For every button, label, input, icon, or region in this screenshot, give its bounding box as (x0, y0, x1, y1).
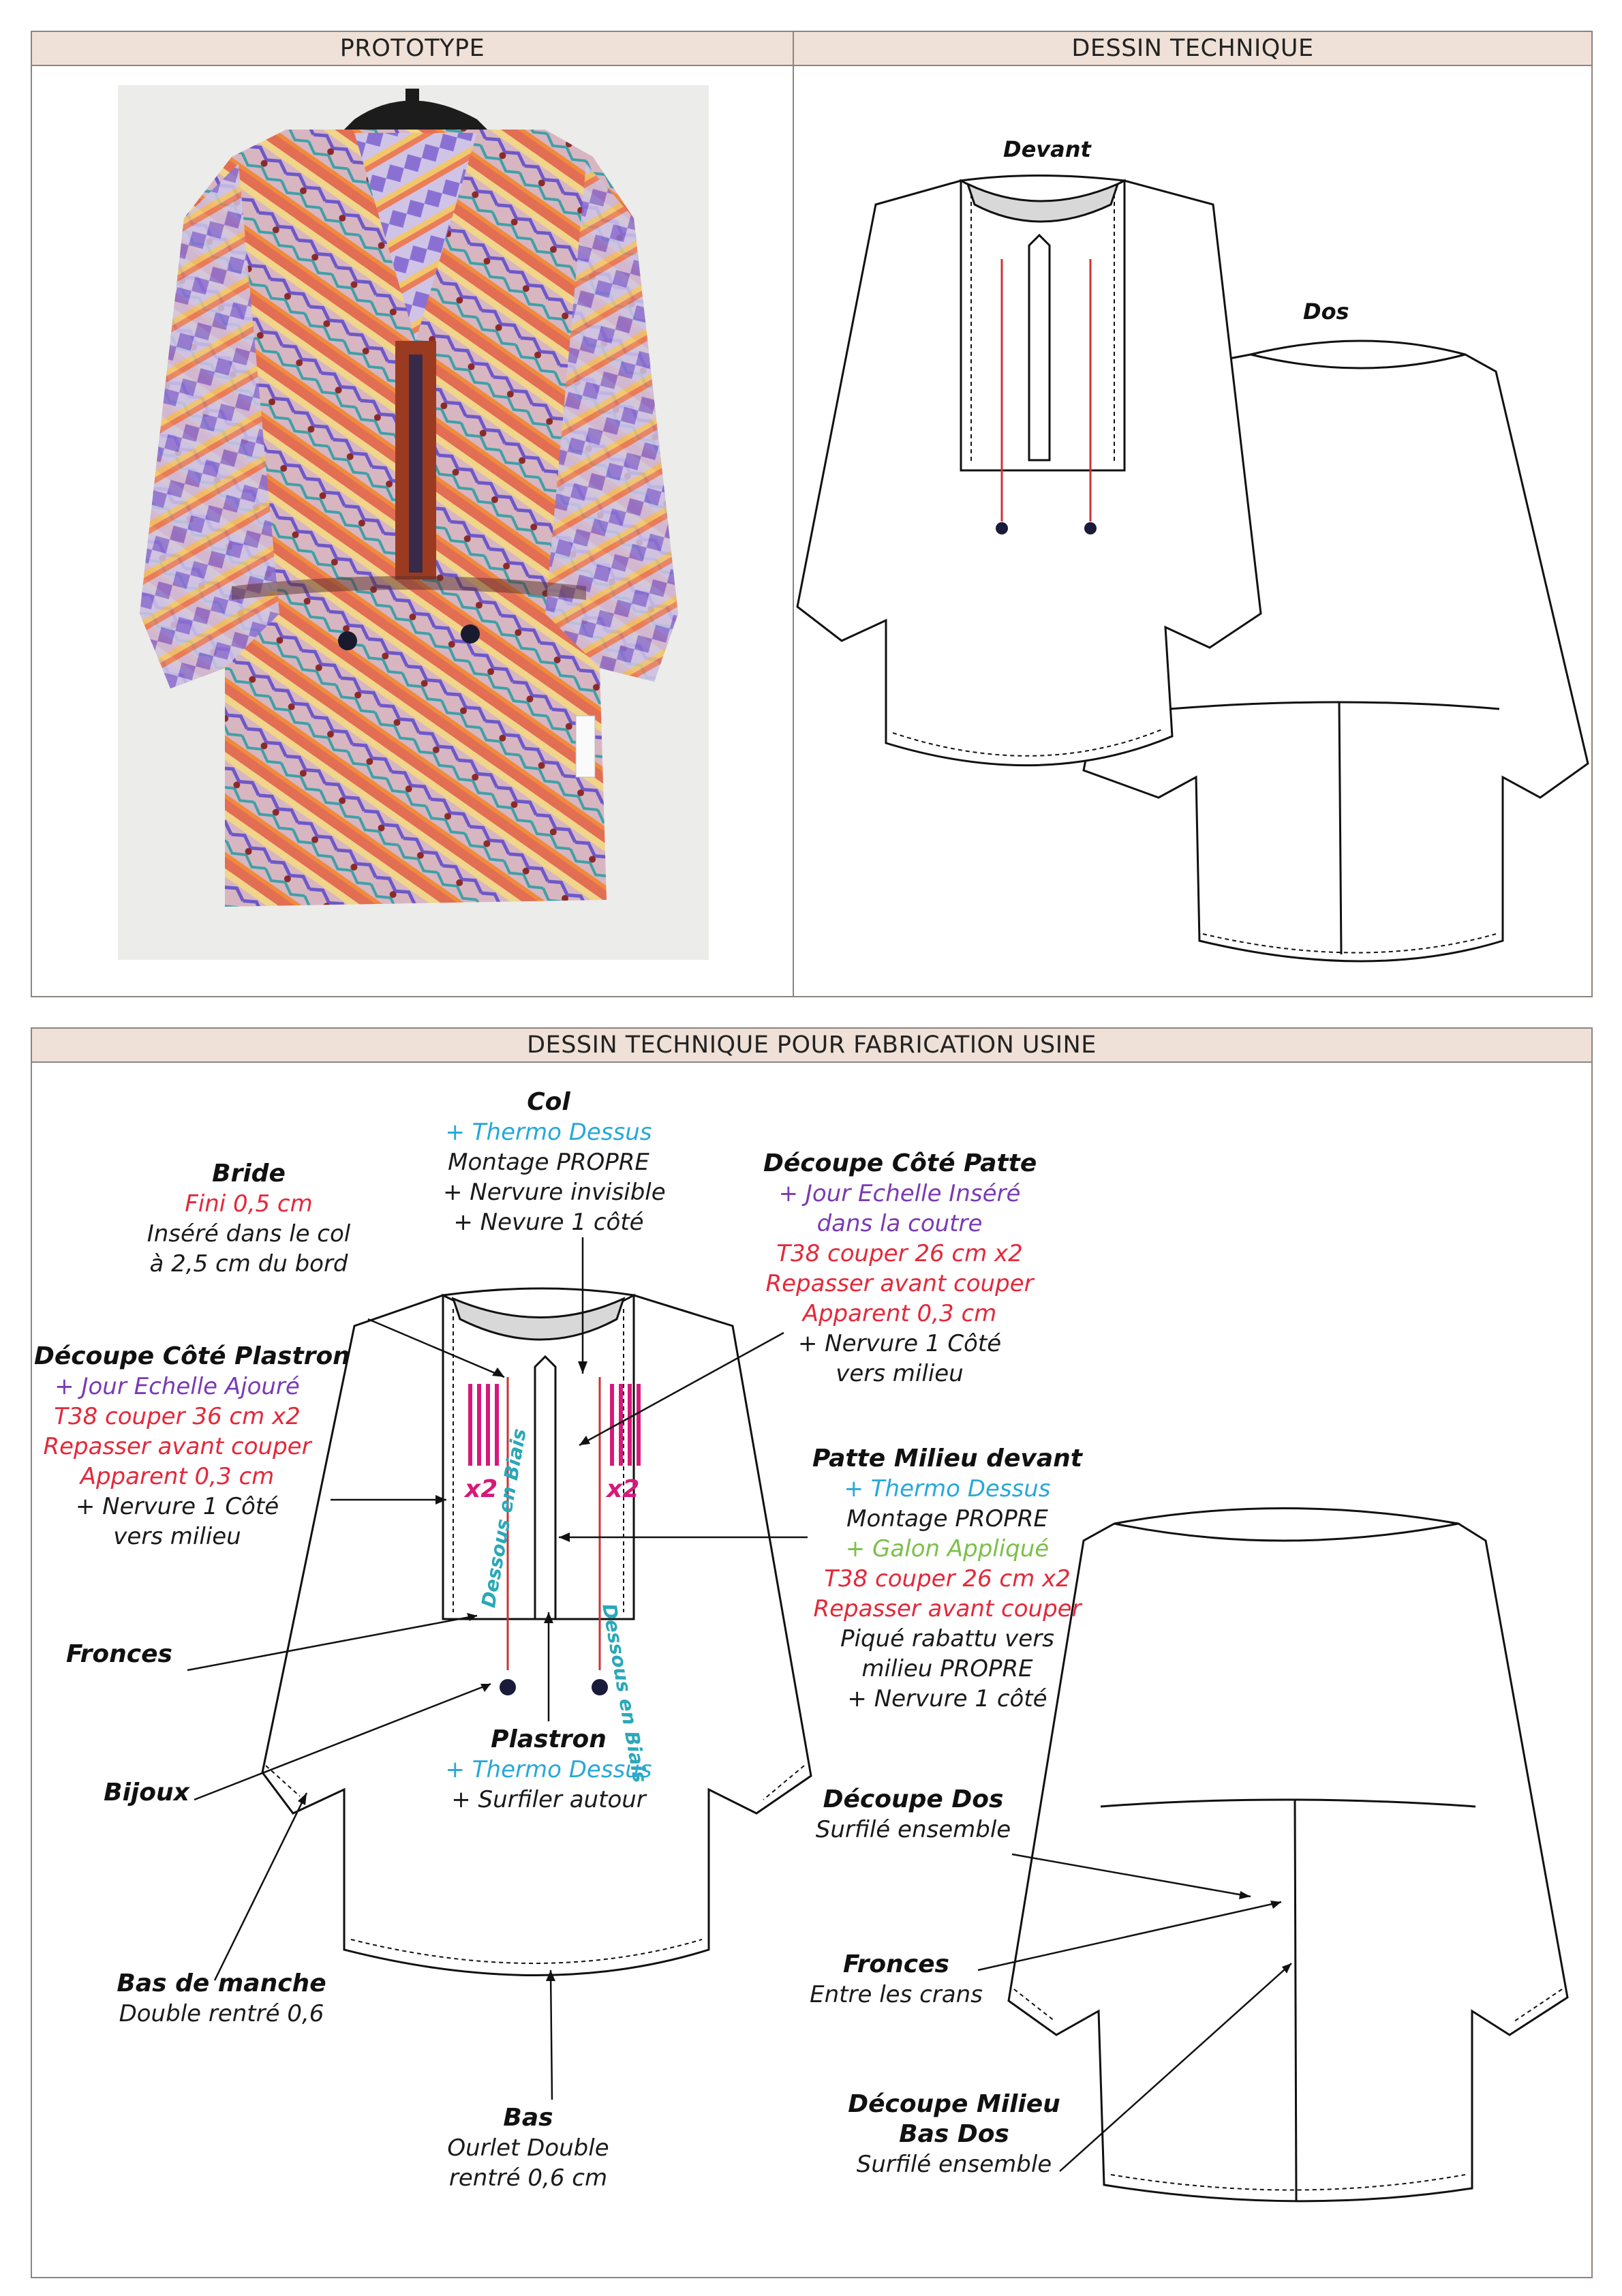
annot-decoupe-patte-line: dans la coutre (816, 1210, 983, 1237)
annot-bas-manche-line: Double rentré 0,6 (119, 2000, 324, 2027)
annot-col-line: + Thermo Dessus (445, 1119, 652, 1146)
annot-decoupe-patte-line: Apparent 0,3 cm (802, 1300, 997, 1327)
annot-decoupe-milieu: Découpe Milieu Bas Dos Surfilé ensemble (838, 2089, 1070, 2179)
annot-bas-line: rentré 0,6 cm (448, 2164, 608, 2192)
annot-decoupe-plastron: Découpe Côté Plastron + Jour Echelle Ajo… (34, 1342, 350, 1552)
annot-patte-milieu-line: + Nervure 1 côté (847, 1685, 1047, 1712)
annot-decoupe-plastron-line: vers milieu (113, 1523, 241, 1550)
annot-patte-milieu-title: Patte Milieu devant (812, 1445, 1082, 1472)
annot-bijoux-title: Bijoux (104, 1779, 189, 1807)
annot-plastron-title: Plastron (491, 1725, 607, 1753)
annot-decoupe-patte: Découpe Côté Patte + Jour Echelle Inséré… (763, 1149, 1037, 1389)
annot-patte-milieu-line: Piqué rabattu vers (840, 1625, 1054, 1652)
annot-decoupe-patte-line: T38 couper 26 cm x2 (776, 1240, 1023, 1267)
annot-bride-title: Bride (212, 1160, 286, 1188)
annot-col-line: + Nevure 1 côté (453, 1209, 644, 1236)
header-fabrication: DESSIN TECHNIQUE POUR FABRICATION USINE (32, 1029, 1591, 1063)
annot-decoupe-milieu-title: Découpe Milieu (848, 2090, 1060, 2118)
annot-bas-title: Bas (503, 2104, 553, 2132)
annot-patte-milieu-line: Repasser avant couper (813, 1595, 1082, 1622)
annot-decoupe-plastron-line: Apparent 0,3 cm (80, 1463, 275, 1490)
annot-decoupe-dos: Découpe Dos Surfilé ensemble (797, 1785, 1029, 1845)
annot-plastron-line: + Thermo Dessus (445, 1756, 652, 1783)
annot-plastron: Plastron + Thermo Dessus + Surfiler auto… (436, 1725, 661, 1815)
x2-right: x2 (607, 1475, 640, 1503)
annot-fronces-back: Fronces Entre les crans (794, 1950, 998, 2010)
annot-plastron-line: + Surfiler autour (451, 1786, 646, 1813)
annot-patte-milieu-line: + Thermo Dessus (844, 1475, 1051, 1502)
header-prototype: PROTOTYPE (32, 32, 793, 66)
annot-decoupe-patte-line: Repasser avant couper (765, 1270, 1034, 1297)
annot-bas: Bas Ourlet Double rentré 0,6 cm (423, 2103, 634, 2193)
top-panel (31, 31, 1593, 997)
annot-bride: Bride Fini 0,5 cm Inséré dans le col à 2… (136, 1159, 361, 1279)
annot-decoupe-patte-line: + Nervure 1 Côté (797, 1330, 1002, 1357)
annot-decoupe-patte-line: vers milieu (836, 1360, 964, 1387)
annot-decoupe-milieu-title2: Bas Dos (899, 2120, 1009, 2148)
header-dessin-technique: DESSIN TECHNIQUE (794, 32, 1591, 66)
annot-decoupe-patte-line: + Jour Echelle Inséré (778, 1180, 1021, 1207)
x2-left: x2 (465, 1475, 498, 1503)
annot-decoupe-dos-title: Découpe Dos (823, 1785, 1004, 1813)
annot-patte-milieu-line: milieu PROPRE (861, 1655, 1033, 1682)
annot-bas-manche: Bas de manche Double rentré 0,6 (106, 1969, 337, 2029)
annot-bas-line: Ourlet Double (447, 2134, 609, 2162)
annot-bas-manche-title: Bas de manche (117, 1969, 326, 1997)
annot-patte-milieu-line: Montage PROPRE (846, 1505, 1048, 1532)
annot-bride-line: Inséré dans le col (147, 1220, 351, 1248)
annot-patte-milieu: Patte Milieu devant + Thermo Dessus Mont… (804, 1444, 1090, 1714)
annot-col-line: + Nervure invisible (443, 1179, 666, 1206)
annot-fronces-back-line: Entre les crans (810, 1981, 983, 2008)
annot-col-title: Col (527, 1088, 570, 1116)
annot-patte-milieu-line: T38 couper 26 cm x2 (824, 1565, 1071, 1592)
annot-decoupe-plastron-line: + Nervure 1 Côté (75, 1493, 279, 1520)
annot-decoupe-plastron-line: T38 couper 36 cm x2 (54, 1403, 301, 1430)
annot-bride-line: à 2,5 cm du bord (149, 1250, 348, 1278)
annot-decoupe-plastron-line: + Jour Echelle Ajouré (55, 1373, 300, 1400)
annot-decoupe-patte-title: Découpe Côté Patte (763, 1149, 1037, 1177)
annot-decoupe-plastron-title: Découpe Côté Plastron (34, 1342, 350, 1370)
annot-patte-milieu-line: + Galon Appliqué (845, 1535, 1050, 1562)
annot-col-line: Montage PROPRE (448, 1149, 649, 1176)
annot-fronces-front: Fronces (65, 1640, 174, 1670)
annot-decoupe-dos-line: Surfilé ensemble (815, 1816, 1011, 1843)
label-devant: Devant (1003, 136, 1091, 162)
annot-col: Col + Thermo Dessus Montage PROPRE + Ner… (443, 1087, 666, 1237)
panel-divider (793, 32, 794, 996)
label-dos: Dos (1303, 299, 1349, 324)
annot-fronces-front-title: Fronces (66, 1640, 172, 1668)
annot-bijoux: Bijoux (99, 1778, 194, 1808)
annot-decoupe-plastron-line: Repasser avant couper (43, 1433, 311, 1460)
annot-fronces-back-title: Fronces (843, 1950, 949, 1978)
annot-decoupe-milieu-line: Surfilé ensemble (856, 2151, 1052, 2178)
annot-bride-line: Fini 0,5 cm (185, 1190, 313, 1218)
